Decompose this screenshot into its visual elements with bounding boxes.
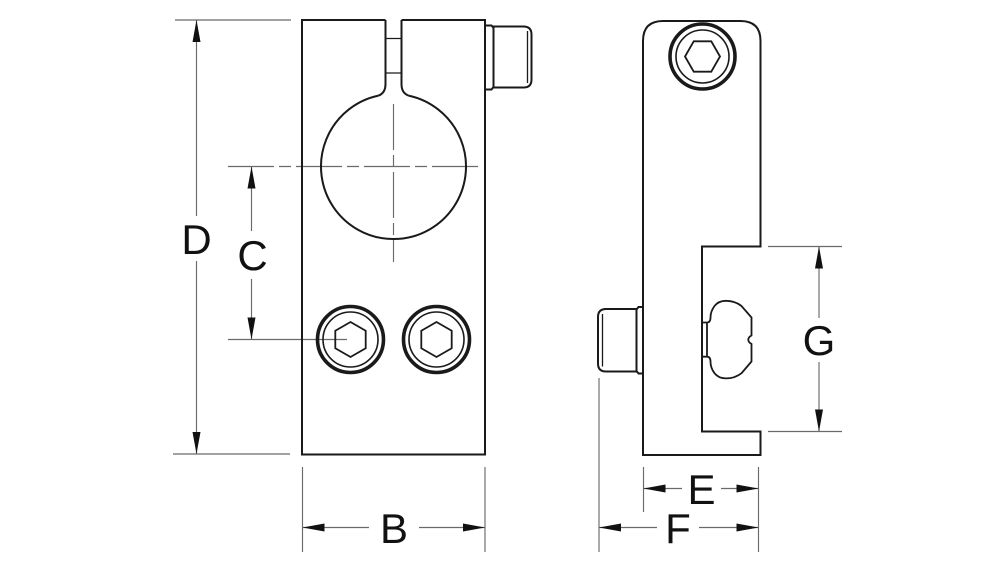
dimension-arrowheads — [192, 20, 823, 532]
socket-screw-left — [315, 304, 386, 375]
dim-label-d: D — [181, 216, 211, 263]
dim-d-arrow-bottom — [192, 432, 201, 454]
dim-f-arrow-right — [736, 523, 759, 532]
bore-slot-right-edge — [400, 20, 409, 97]
socket-screw-right-hex-socket — [420, 320, 453, 359]
dimension-labels: D C B E F G — [181, 216, 835, 552]
bore-slot-left-edge — [378, 20, 387, 97]
dim-g-ext — [768, 245, 842, 433]
socket-screw-right-chamfer — [408, 311, 465, 368]
clamp-screw-side-view — [485, 24, 533, 91]
dim-e-arrow-right — [736, 484, 759, 493]
dim-d-arrow-top — [192, 20, 201, 42]
dim-f-arrow-left — [599, 523, 621, 532]
top-socket-screw-hex-socket — [683, 40, 722, 73]
dim-e-ext — [642, 467, 760, 552]
side-view — [597, 20, 762, 456]
clamp-screw-head — [492, 25, 533, 89]
clamp-screw-collar — [485, 24, 495, 91]
side-body-outline — [642, 20, 762, 456]
top-socket-screw — [668, 22, 737, 91]
clamp-screw-cross-hole-lines — [385, 37, 402, 74]
dim-b-arrow-left — [302, 523, 325, 532]
dim-label-c: C — [237, 232, 267, 279]
dim-label-b: B — [380, 505, 408, 552]
dim-g-arrow-top — [815, 246, 823, 269]
dim-g-arrow-bottom — [815, 409, 823, 432]
side-clamp-screw — [597, 306, 643, 375]
socket-screw-left-chamfer — [322, 311, 379, 368]
dim-label-e: E — [687, 466, 715, 513]
dim-b-arrow-right — [463, 523, 485, 532]
dim-c-arrow-top — [247, 166, 256, 189]
side-clamp-screw-head — [597, 308, 638, 373]
socket-screw-left-hex-socket — [334, 320, 367, 359]
front-block-outline — [301, 19, 486, 456]
dim-label-g: G — [803, 317, 836, 364]
dim-label-f: F — [665, 505, 691, 552]
slot-jaw-profile — [702, 299, 753, 380]
dim-e-arrow-left — [643, 484, 666, 493]
dim-b-ext — [301, 467, 486, 552]
top-socket-screw-chamfer — [675, 29, 730, 84]
thin-lines — [173, 19, 842, 552]
dim-c-arrow-bottom — [247, 317, 256, 340]
front-view — [301, 19, 533, 456]
socket-screw-right-head — [401, 304, 472, 375]
socket-screw-left-head — [315, 304, 386, 375]
socket-screw-right — [401, 304, 472, 375]
bore-circle — [320, 94, 467, 241]
top-socket-screw-head — [668, 22, 737, 91]
